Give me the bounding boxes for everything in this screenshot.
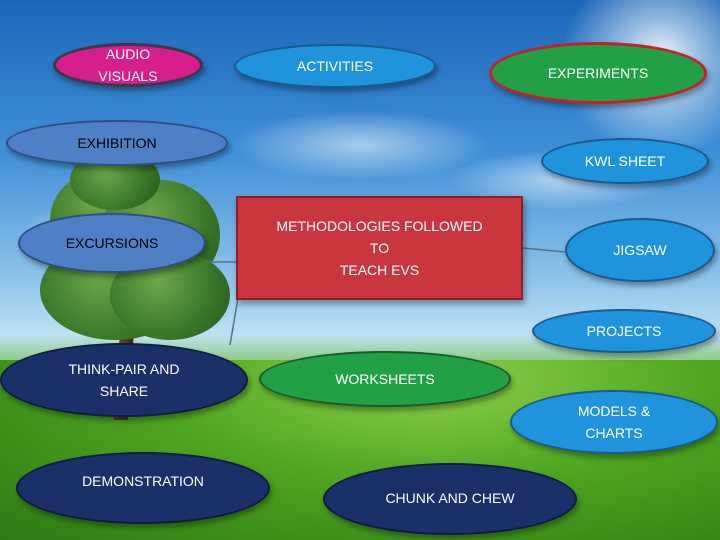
node-kwl-sheet: KWL SHEET — [541, 138, 709, 184]
node-projects: PROJECTS — [532, 309, 716, 353]
node-demonstration: DEMONSTRATION — [16, 452, 270, 524]
node-chunk-and-chew: CHUNK AND CHEW — [323, 463, 577, 535]
node-label: ACTIVITIES — [296, 58, 374, 74]
node-label: JIGSAW — [613, 242, 667, 258]
node-think-pair-share: THINK-PAIR AND SHARE — [0, 343, 248, 417]
node-excursions: EXCURSIONS — [18, 213, 206, 273]
node-activities: ACTIVITIES — [234, 44, 436, 88]
node-label: THINK-PAIR AND SHARE — [68, 361, 180, 399]
node-label: EXHIBITION — [77, 135, 157, 151]
node-label: EXCURSIONS — [65, 235, 159, 251]
node-models-charts: MODELS & CHARTS — [510, 390, 718, 454]
cloud — [230, 110, 490, 180]
node-label: PROJECTS — [586, 323, 662, 339]
center-box: METHODOLOGIES FOLLOWED TO TEACH EVS — [236, 196, 523, 300]
center-title: METHODOLOGIES FOLLOWED TO TEACH EVS — [276, 218, 483, 278]
node-worksheets: WORKSHEETS — [259, 351, 511, 407]
node-label: AUDIO VISUALS — [98, 46, 158, 84]
node-exhibition: EXHIBITION — [6, 120, 228, 166]
node-label: KWL SHEET — [584, 153, 666, 169]
connector-line — [522, 247, 566, 253]
node-label: EXPERIMENTS — [547, 65, 649, 81]
connector-line — [229, 297, 239, 346]
node-label: DEMONSTRATION — [82, 473, 204, 489]
node-jigsaw: JIGSAW — [565, 218, 715, 282]
node-audio-visuals: AUDIO VISUALS — [53, 43, 203, 87]
node-label: WORKSHEETS — [335, 371, 435, 387]
node-label: MODELS & CHARTS — [577, 403, 651, 441]
node-experiments: EXPERIMENTS — [489, 42, 707, 104]
node-label: CHUNK AND CHEW — [385, 490, 515, 506]
